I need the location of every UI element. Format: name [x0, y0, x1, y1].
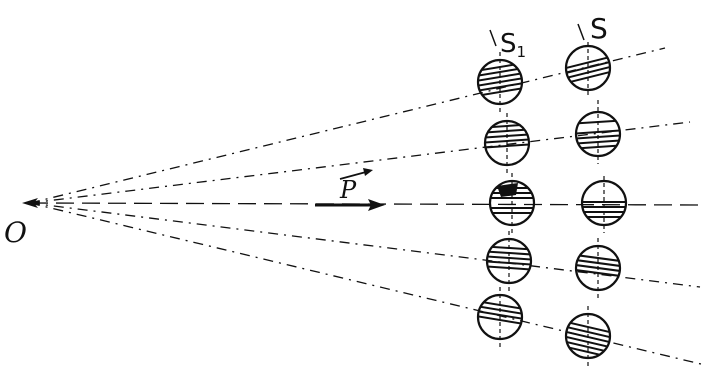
sphere-s-3: [580, 176, 628, 233]
origin-label: O: [4, 216, 27, 249]
vector-p: P: [315, 168, 385, 211]
ray-4: [29, 202, 701, 288]
sphere-s1-5: [476, 287, 524, 347]
ray-3: [29, 202, 706, 206]
label-s1: S1: [500, 29, 526, 61]
sphere-s1-2: [483, 113, 531, 173]
sphere-s-2: [574, 100, 622, 164]
vector-p-label: P: [339, 176, 357, 204]
label-s: S: [590, 12, 608, 45]
sphere-s1-3: [488, 173, 536, 233]
origin-point: O: [4, 198, 38, 249]
ray-1: [29, 47, 666, 204]
ray-2: [29, 121, 691, 204]
column-s: [564, 42, 628, 366]
sphere-s1-1: [476, 52, 524, 112]
sphere-s-5: [564, 306, 612, 366]
sphere-s1-4: [485, 231, 533, 291]
column-labels: S1 S: [489, 12, 608, 61]
sphere-s-4: [574, 238, 622, 298]
sphere-s-1: [564, 42, 612, 98]
column-s1: [476, 52, 536, 347]
label-s1-subscript: 1: [517, 43, 527, 61]
